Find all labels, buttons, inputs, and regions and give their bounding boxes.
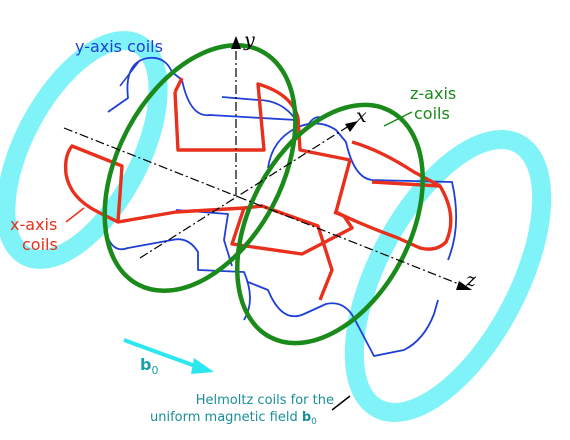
helmholtz-coil-right (344, 130, 552, 422)
helmholtz-leader (331, 395, 351, 411)
x-axis-line (139, 123, 353, 259)
b0-arrow-head (191, 358, 214, 374)
coordinate-axes (63, 46, 465, 287)
y-axis-label: y (243, 29, 255, 51)
x-coil-right-upper (351, 140, 441, 188)
y-axis-arrowhead (231, 36, 241, 49)
x-coil-upper (173, 82, 351, 162)
y-coil-lower-right (247, 281, 439, 357)
z-axis-coils-label: z-axis coils (410, 84, 461, 123)
x-axis-arrowhead (345, 121, 358, 132)
x-coil-left (63, 144, 124, 224)
z-axis-label: z (465, 269, 477, 291)
b0-arrow-shaft (123, 338, 199, 369)
axis-arrowheads (231, 36, 472, 290)
helmholtz-coils-label-line2: uniform magnetic field b0 (150, 410, 317, 427)
x-coil-upper-left (173, 77, 184, 93)
z-coil-left (102, 43, 298, 293)
x-coil-right (334, 159, 453, 251)
y-coils-leader (119, 59, 141, 87)
x-axis-coils-label: x-axis coils (10, 215, 62, 254)
helmholtz-coils-label: Helmoltz coils for the (196, 393, 334, 408)
b0-field-arrow (123, 338, 214, 374)
y-coil-lower-left (105, 231, 251, 321)
y-coil-upper-right (267, 122, 458, 261)
helmholtz-coil-left (0, 31, 168, 269)
x-axis-coils (63, 77, 453, 301)
z-coils-leader (383, 111, 413, 127)
helmholtz-coils (0, 31, 552, 422)
z-axis-line (63, 127, 465, 287)
x-coil-middle (117, 206, 354, 256)
b0-label: b0 (140, 355, 158, 377)
label-leaders (65, 59, 413, 411)
x-coil-lower (243, 204, 334, 301)
z-axis-arrowhead (456, 281, 472, 290)
y-coil-lower-mid (175, 209, 233, 267)
x-coils-leader (65, 207, 85, 223)
y-axis-coils-label: y-axis coils (75, 37, 163, 56)
x-axis-label: x (356, 105, 367, 127)
